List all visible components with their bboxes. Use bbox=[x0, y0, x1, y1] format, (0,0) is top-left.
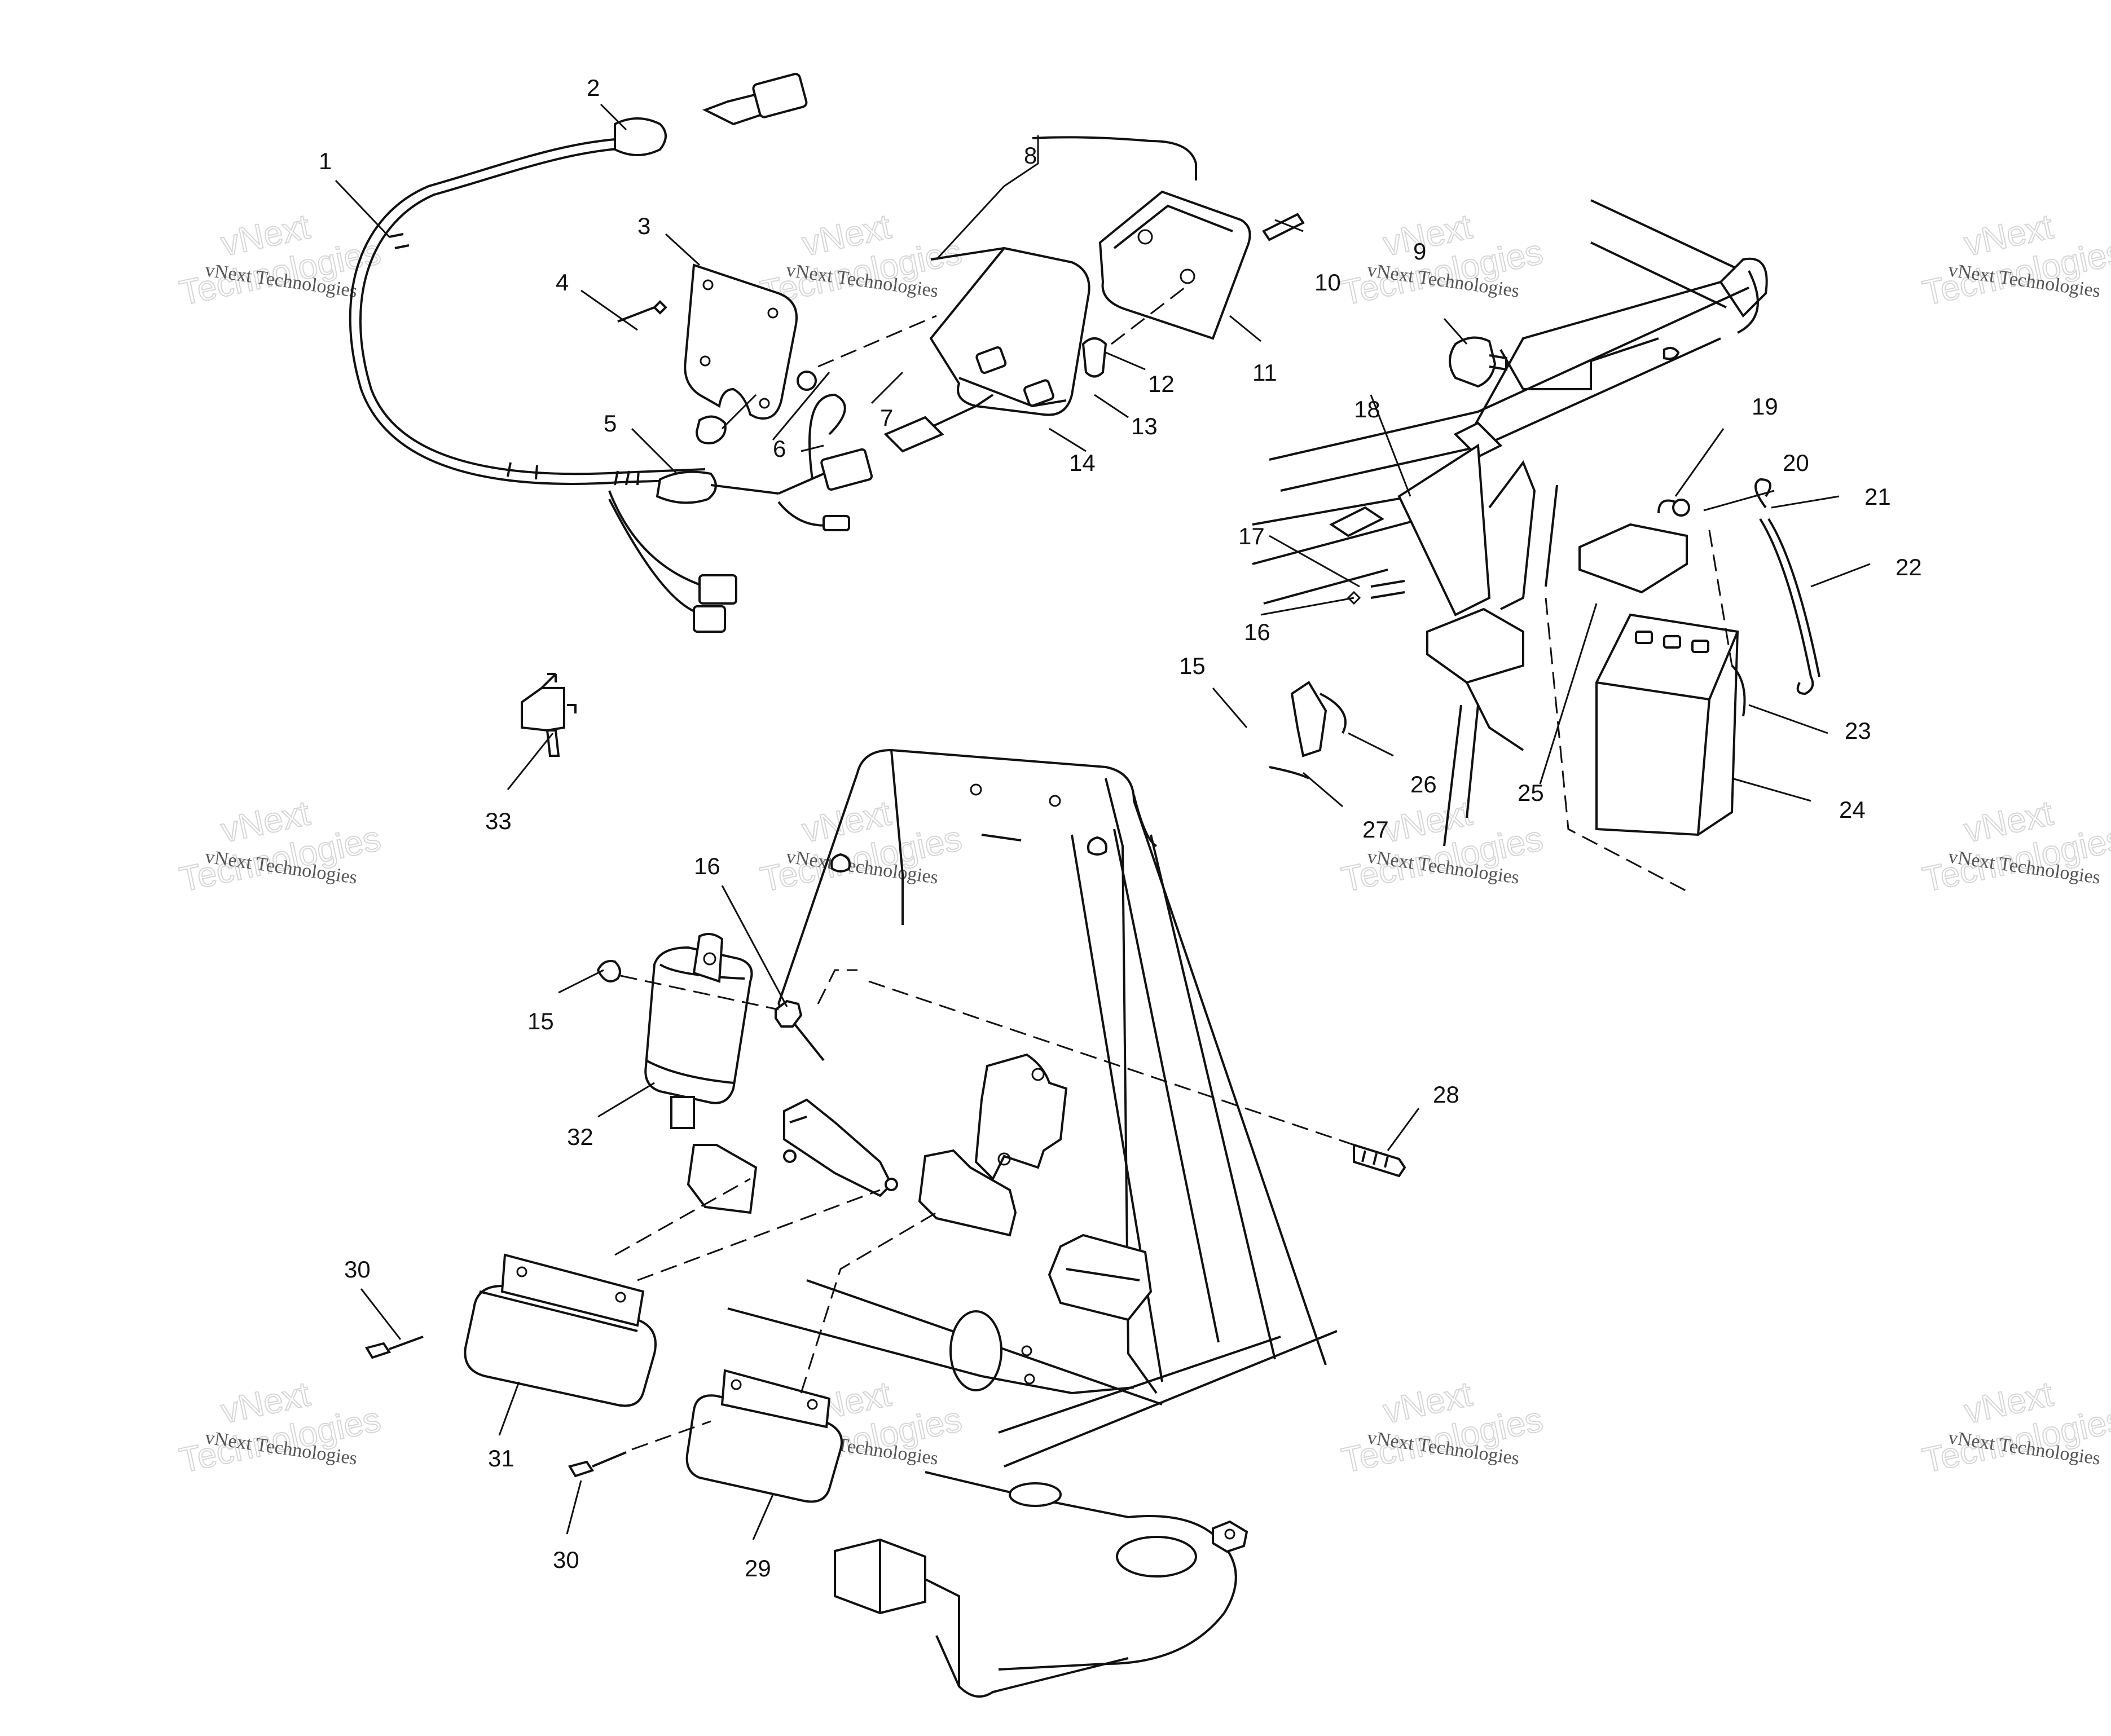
callout-10: 10 bbox=[1314, 269, 1341, 296]
bumper-frame bbox=[727, 1307, 1338, 1698]
callout-33: 33 bbox=[485, 808, 512, 834]
connector-2 bbox=[614, 117, 667, 156]
callout-16-lower: 16 bbox=[694, 853, 720, 879]
callout-25: 25 bbox=[1518, 779, 1544, 806]
battery-box-frame bbox=[1252, 199, 1768, 847]
callout-18: 18 bbox=[1354, 396, 1380, 422]
callout-14: 14 bbox=[1069, 450, 1096, 476]
relay-clip bbox=[1449, 336, 1507, 388]
callout-15-upper: 15 bbox=[1179, 653, 1206, 679]
license-plate-bracket bbox=[617, 263, 937, 444]
callout-26: 26 bbox=[1410, 771, 1437, 797]
screw-icon bbox=[1262, 213, 1305, 241]
callout-30-upper: 30 bbox=[344, 1256, 371, 1283]
nut-icon bbox=[695, 415, 727, 444]
callout-7: 7 bbox=[880, 404, 893, 431]
callout-11: 11 bbox=[1252, 359, 1277, 386]
callout-3: 3 bbox=[637, 213, 650, 239]
callout-28: 28 bbox=[1433, 1081, 1459, 1108]
bolt-28 bbox=[1353, 1143, 1406, 1178]
callout-labels: 1 2 3 4 5 6 7 8 9 10 11 12 13 14 15 16 1… bbox=[319, 74, 1922, 1581]
callout-19: 19 bbox=[1752, 393, 1778, 420]
callout-32: 32 bbox=[567, 1123, 593, 1150]
service-icon-33 bbox=[521, 673, 577, 757]
callout-2: 2 bbox=[587, 74, 600, 101]
callout-13: 13 bbox=[1131, 413, 1158, 439]
callout-5: 5 bbox=[604, 410, 617, 437]
callout-6: 6 bbox=[773, 435, 786, 462]
connector-5 bbox=[656, 470, 717, 504]
callout-8: 8 bbox=[1024, 142, 1037, 169]
bulb-icon bbox=[1081, 337, 1107, 378]
callout-12: 12 bbox=[1148, 371, 1175, 397]
callout-1: 1 bbox=[319, 148, 332, 174]
wire-harness bbox=[349, 73, 873, 633]
callout-22: 22 bbox=[1895, 554, 1922, 580]
battery-strap-hooks bbox=[1269, 346, 1820, 779]
callout-16-upper: 16 bbox=[1244, 619, 1270, 645]
callout-17: 17 bbox=[1238, 523, 1265, 549]
star-washer-16 bbox=[775, 999, 803, 1028]
callout-30-lower: 30 bbox=[553, 1546, 579, 1573]
callout-24: 24 bbox=[1839, 796, 1866, 823]
callout-15-lower: 15 bbox=[527, 1008, 554, 1034]
callout-29: 29 bbox=[745, 1555, 771, 1581]
callout-27: 27 bbox=[1362, 816, 1389, 843]
ignition-coil-32 bbox=[596, 933, 1371, 1152]
callout-21: 21 bbox=[1864, 483, 1891, 510]
reflector-29 bbox=[568, 1211, 937, 1503]
rear-panel bbox=[777, 748, 1327, 1405]
callout-20: 20 bbox=[1783, 450, 1809, 476]
callout-31: 31 bbox=[488, 1445, 514, 1471]
reflector-31 bbox=[364, 1178, 881, 1407]
nut-icon-15 bbox=[596, 960, 621, 982]
battery bbox=[1545, 523, 1746, 892]
mounting-brackets bbox=[687, 1053, 1068, 1237]
plug-connector bbox=[752, 73, 808, 118]
callout-4: 4 bbox=[556, 269, 569, 296]
callout-23: 23 bbox=[1845, 717, 1871, 744]
callout-9: 9 bbox=[1413, 238, 1426, 265]
callout-leader-lines bbox=[335, 103, 1871, 1540]
tail-light-assembly bbox=[883, 136, 1305, 453]
washer-icon bbox=[797, 371, 817, 391]
